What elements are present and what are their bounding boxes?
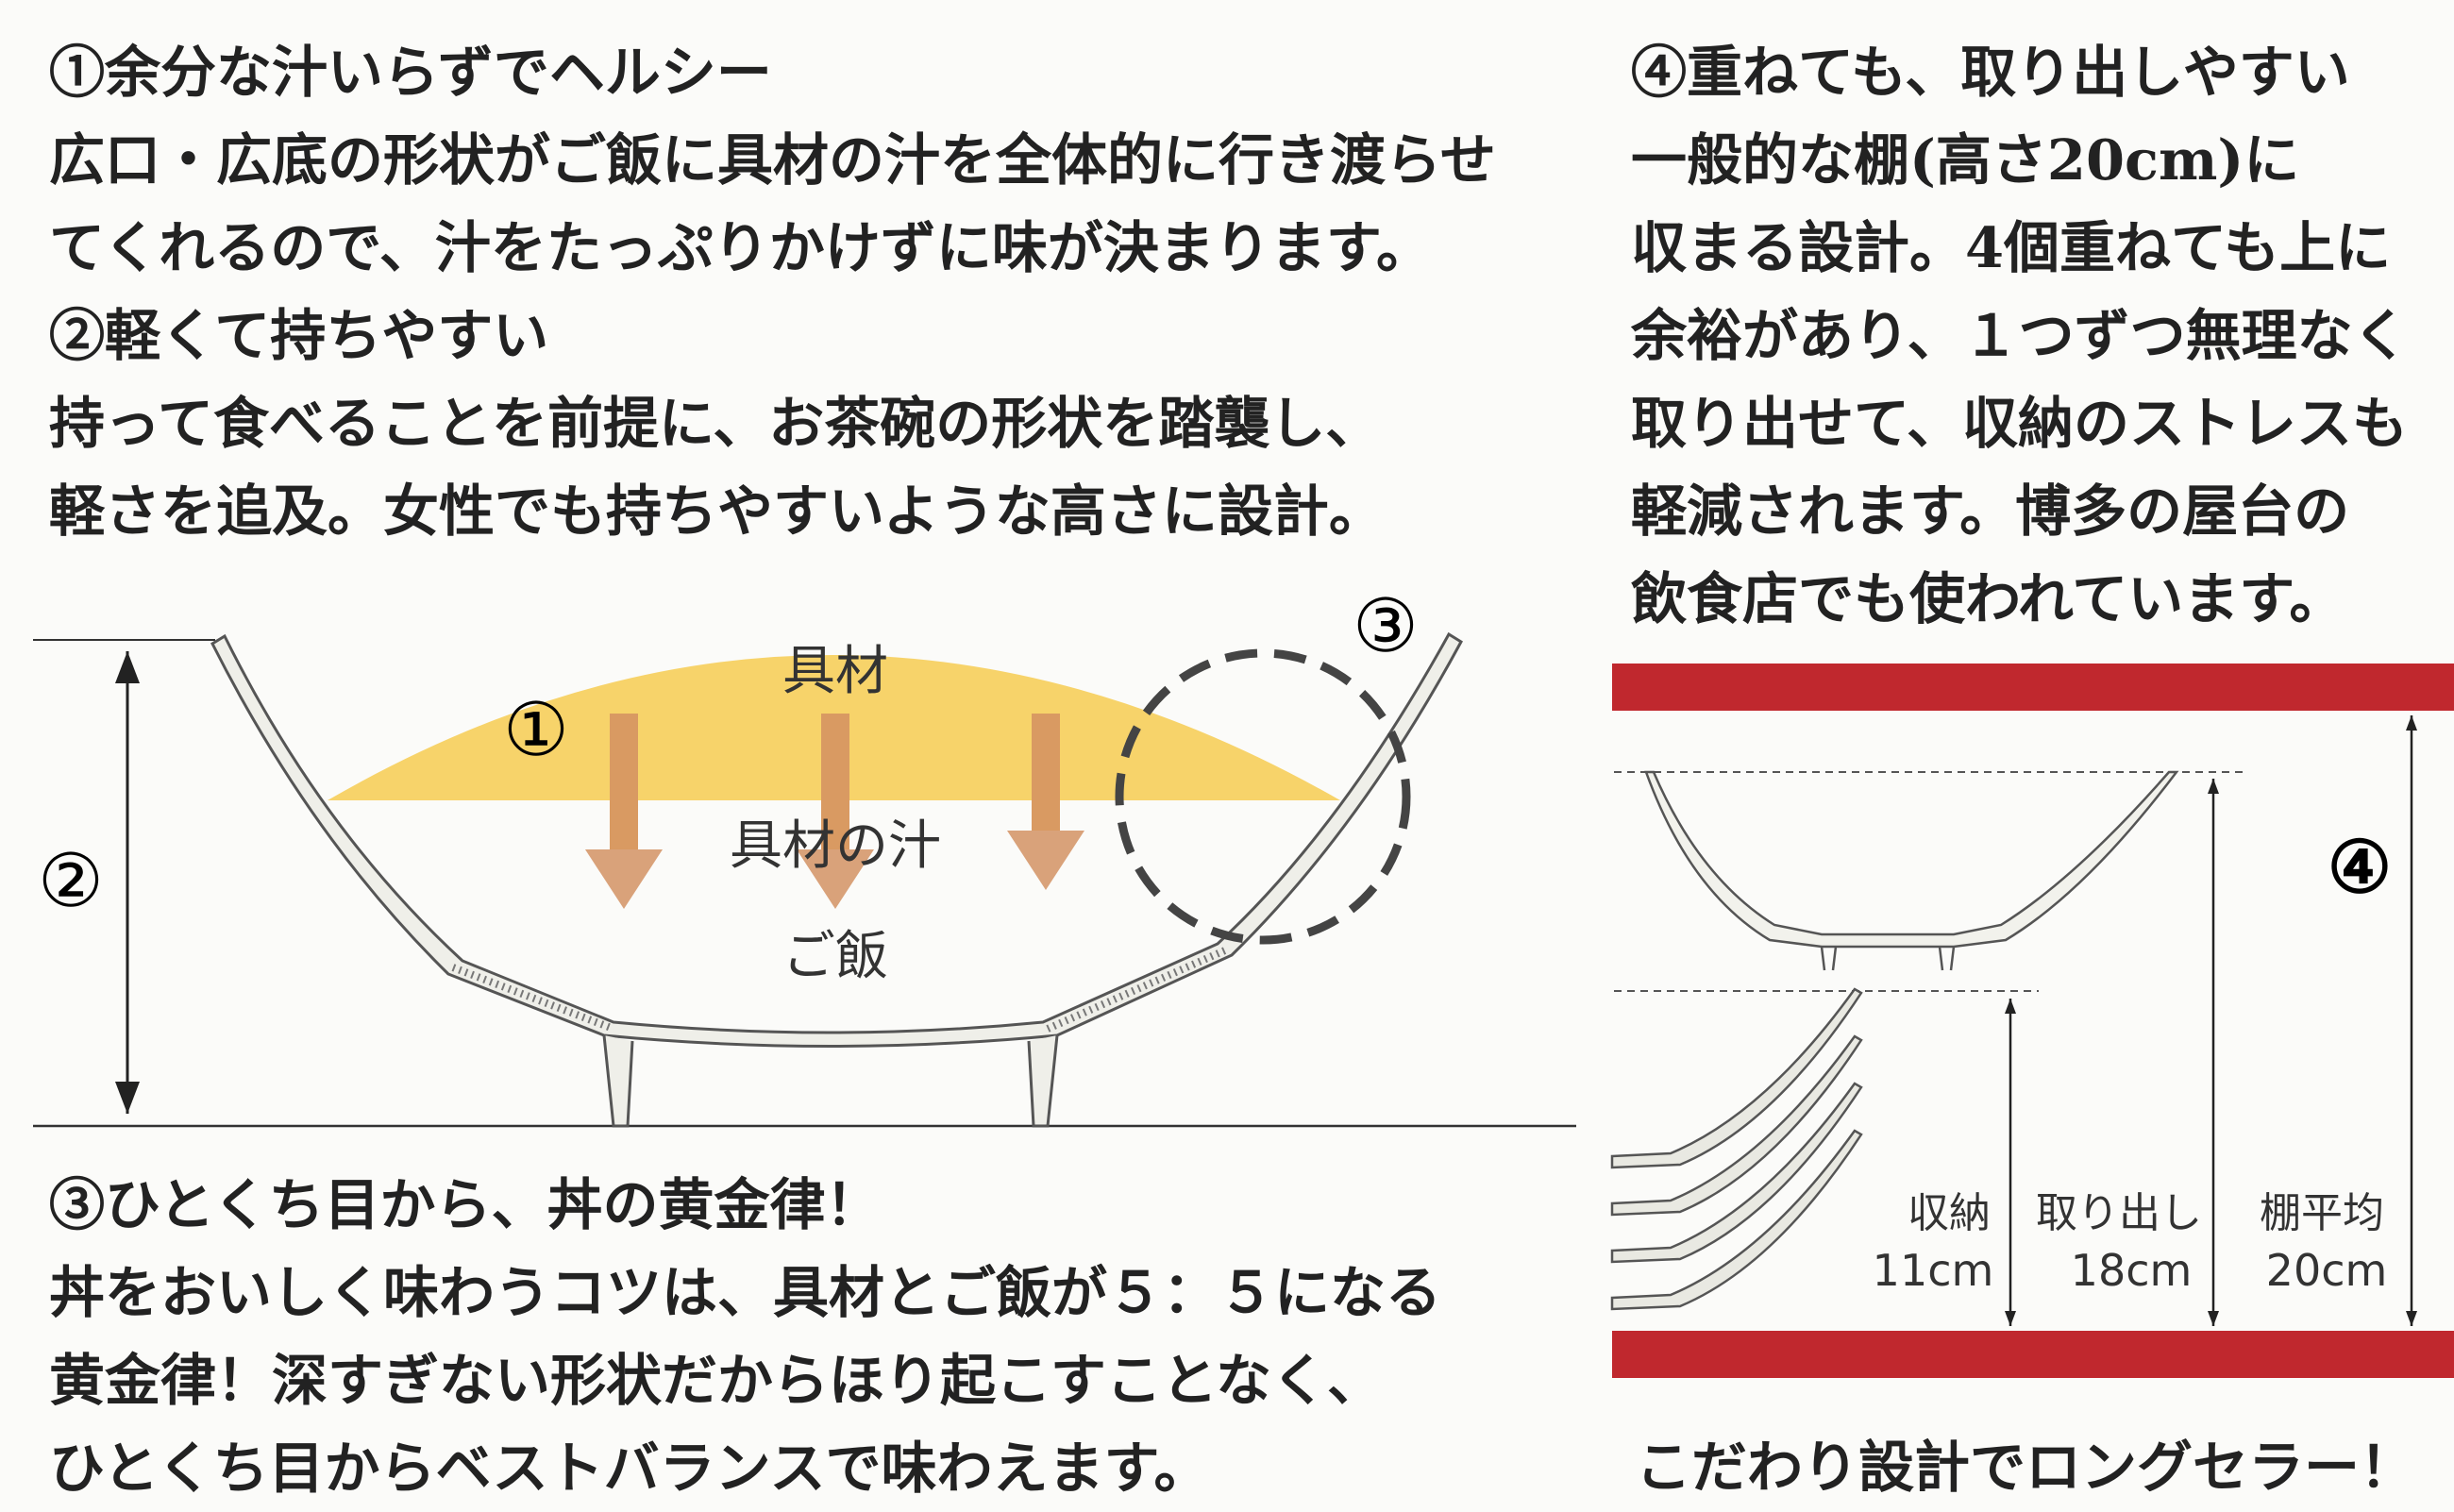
body-line: 一般的な棚(高さ20cm)に	[1631, 127, 2300, 193]
body-line: 取り出せて、収納のストレスも	[1631, 391, 2409, 456]
lifted-bowl	[1644, 770, 2179, 949]
takeout-label: 取り出し	[2036, 1189, 2202, 1237]
marker-1: ①	[503, 688, 569, 773]
shelf-bottom	[1612, 1331, 2454, 1378]
stacked-bowl	[1610, 987, 1863, 1169]
heading-light: ②軽くて持ちやすい	[49, 303, 549, 368]
lifted-bowl-foot	[1820, 946, 1956, 971]
shelf-value: 20cm	[2266, 1245, 2388, 1296]
stacked-bowl	[1610, 1034, 1863, 1217]
tagline: こだわり設計でロングセラー！	[1636, 1435, 2416, 1500]
label-juice: 具材の汁	[730, 815, 941, 877]
heading-healthy: ①余分な汁いらずでヘルシー	[49, 40, 772, 105]
juice-arrow	[585, 714, 663, 909]
body-line: 軽さを追及。女性でも持ちやすいような高さに設計。	[49, 479, 1385, 544]
heading-golden-ratio: ③ひとくち目から、丼の黄金律！	[49, 1172, 882, 1237]
section-3-text: ③ひとくち目から、丼の黄金律！ 丼をおいしく味わうコツは、具材とご飯が５：５にな…	[49, 1161, 1441, 1512]
shelf-diagram: ④ 収納 11cm 取り出し 18cm 棚平均 20cm	[1610, 664, 2454, 1378]
body-line: 余裕があり、１つずつ無理なく	[1631, 303, 2409, 368]
bowl-diagram: ② 具材 具材の汁 ご飯 ① ③	[33, 584, 1576, 1128]
body-line: 丼をおいしく味わうコツは、具材とご飯が５：５になる	[49, 1260, 1442, 1325]
body-line: ひとくち目からベストバランスで味わえます。	[49, 1436, 1210, 1501]
body-line: てくれるので、汁をたっぷりかけずに味が決まります。	[49, 215, 1432, 280]
shelf-label: 棚平均	[2260, 1189, 2384, 1237]
storage-value: 11cm	[1873, 1245, 1994, 1296]
marker-3: ③	[1353, 584, 1419, 669]
juice-arrow	[797, 714, 874, 909]
juice-arrow	[1007, 714, 1084, 890]
label-rice: ご飯	[782, 926, 888, 987]
body-line: 黄金律！深すぎない形状だからほり起こすことなく、	[49, 1348, 1384, 1413]
stacked-bowl	[1610, 1129, 1863, 1311]
body-line: 収まる設計。4個重ねても上に	[1631, 215, 2392, 280]
rim-highlight-circle	[1115, 648, 1411, 945]
section-4-text: ④重ねても、取り出しやすい 一般的な棚(高さ20cm)に 収まる設計。4個重ねて…	[1631, 28, 2409, 643]
body-line: 軽減されます。博多の屋台の	[1631, 479, 2350, 544]
bowl-texture	[451, 946, 1229, 1033]
storage-label: 収納	[1908, 1189, 1991, 1237]
heading-stackable: ④重ねても、取り出しやすい	[1631, 40, 2350, 105]
bowl-foot-left	[602, 1034, 634, 1128]
stacked-bowl	[1610, 1082, 1863, 1264]
takeout-value: 18cm	[2071, 1245, 2193, 1296]
marker-2: ②	[38, 839, 104, 924]
section-1-2-text: ①余分な汁いらずでヘルシー 広口・広底の形状がご飯に具材の汁を全体的に行き渡らせ…	[49, 28, 1496, 555]
bowl-foot-right	[1027, 1034, 1059, 1128]
shelf-top	[1612, 664, 2454, 711]
label-ingredients: 具材	[782, 641, 888, 702]
marker-4: ④	[2328, 825, 2392, 909]
body-line: 飲食店でも使われています。	[1631, 566, 2345, 631]
body-line: 持って食べることを前提に、お茶碗の形状を踏襲し、	[49, 391, 1382, 456]
body-line: 広口・広底の形状がご飯に具材の汁を全体的に行き渡らせ	[49, 127, 1496, 193]
